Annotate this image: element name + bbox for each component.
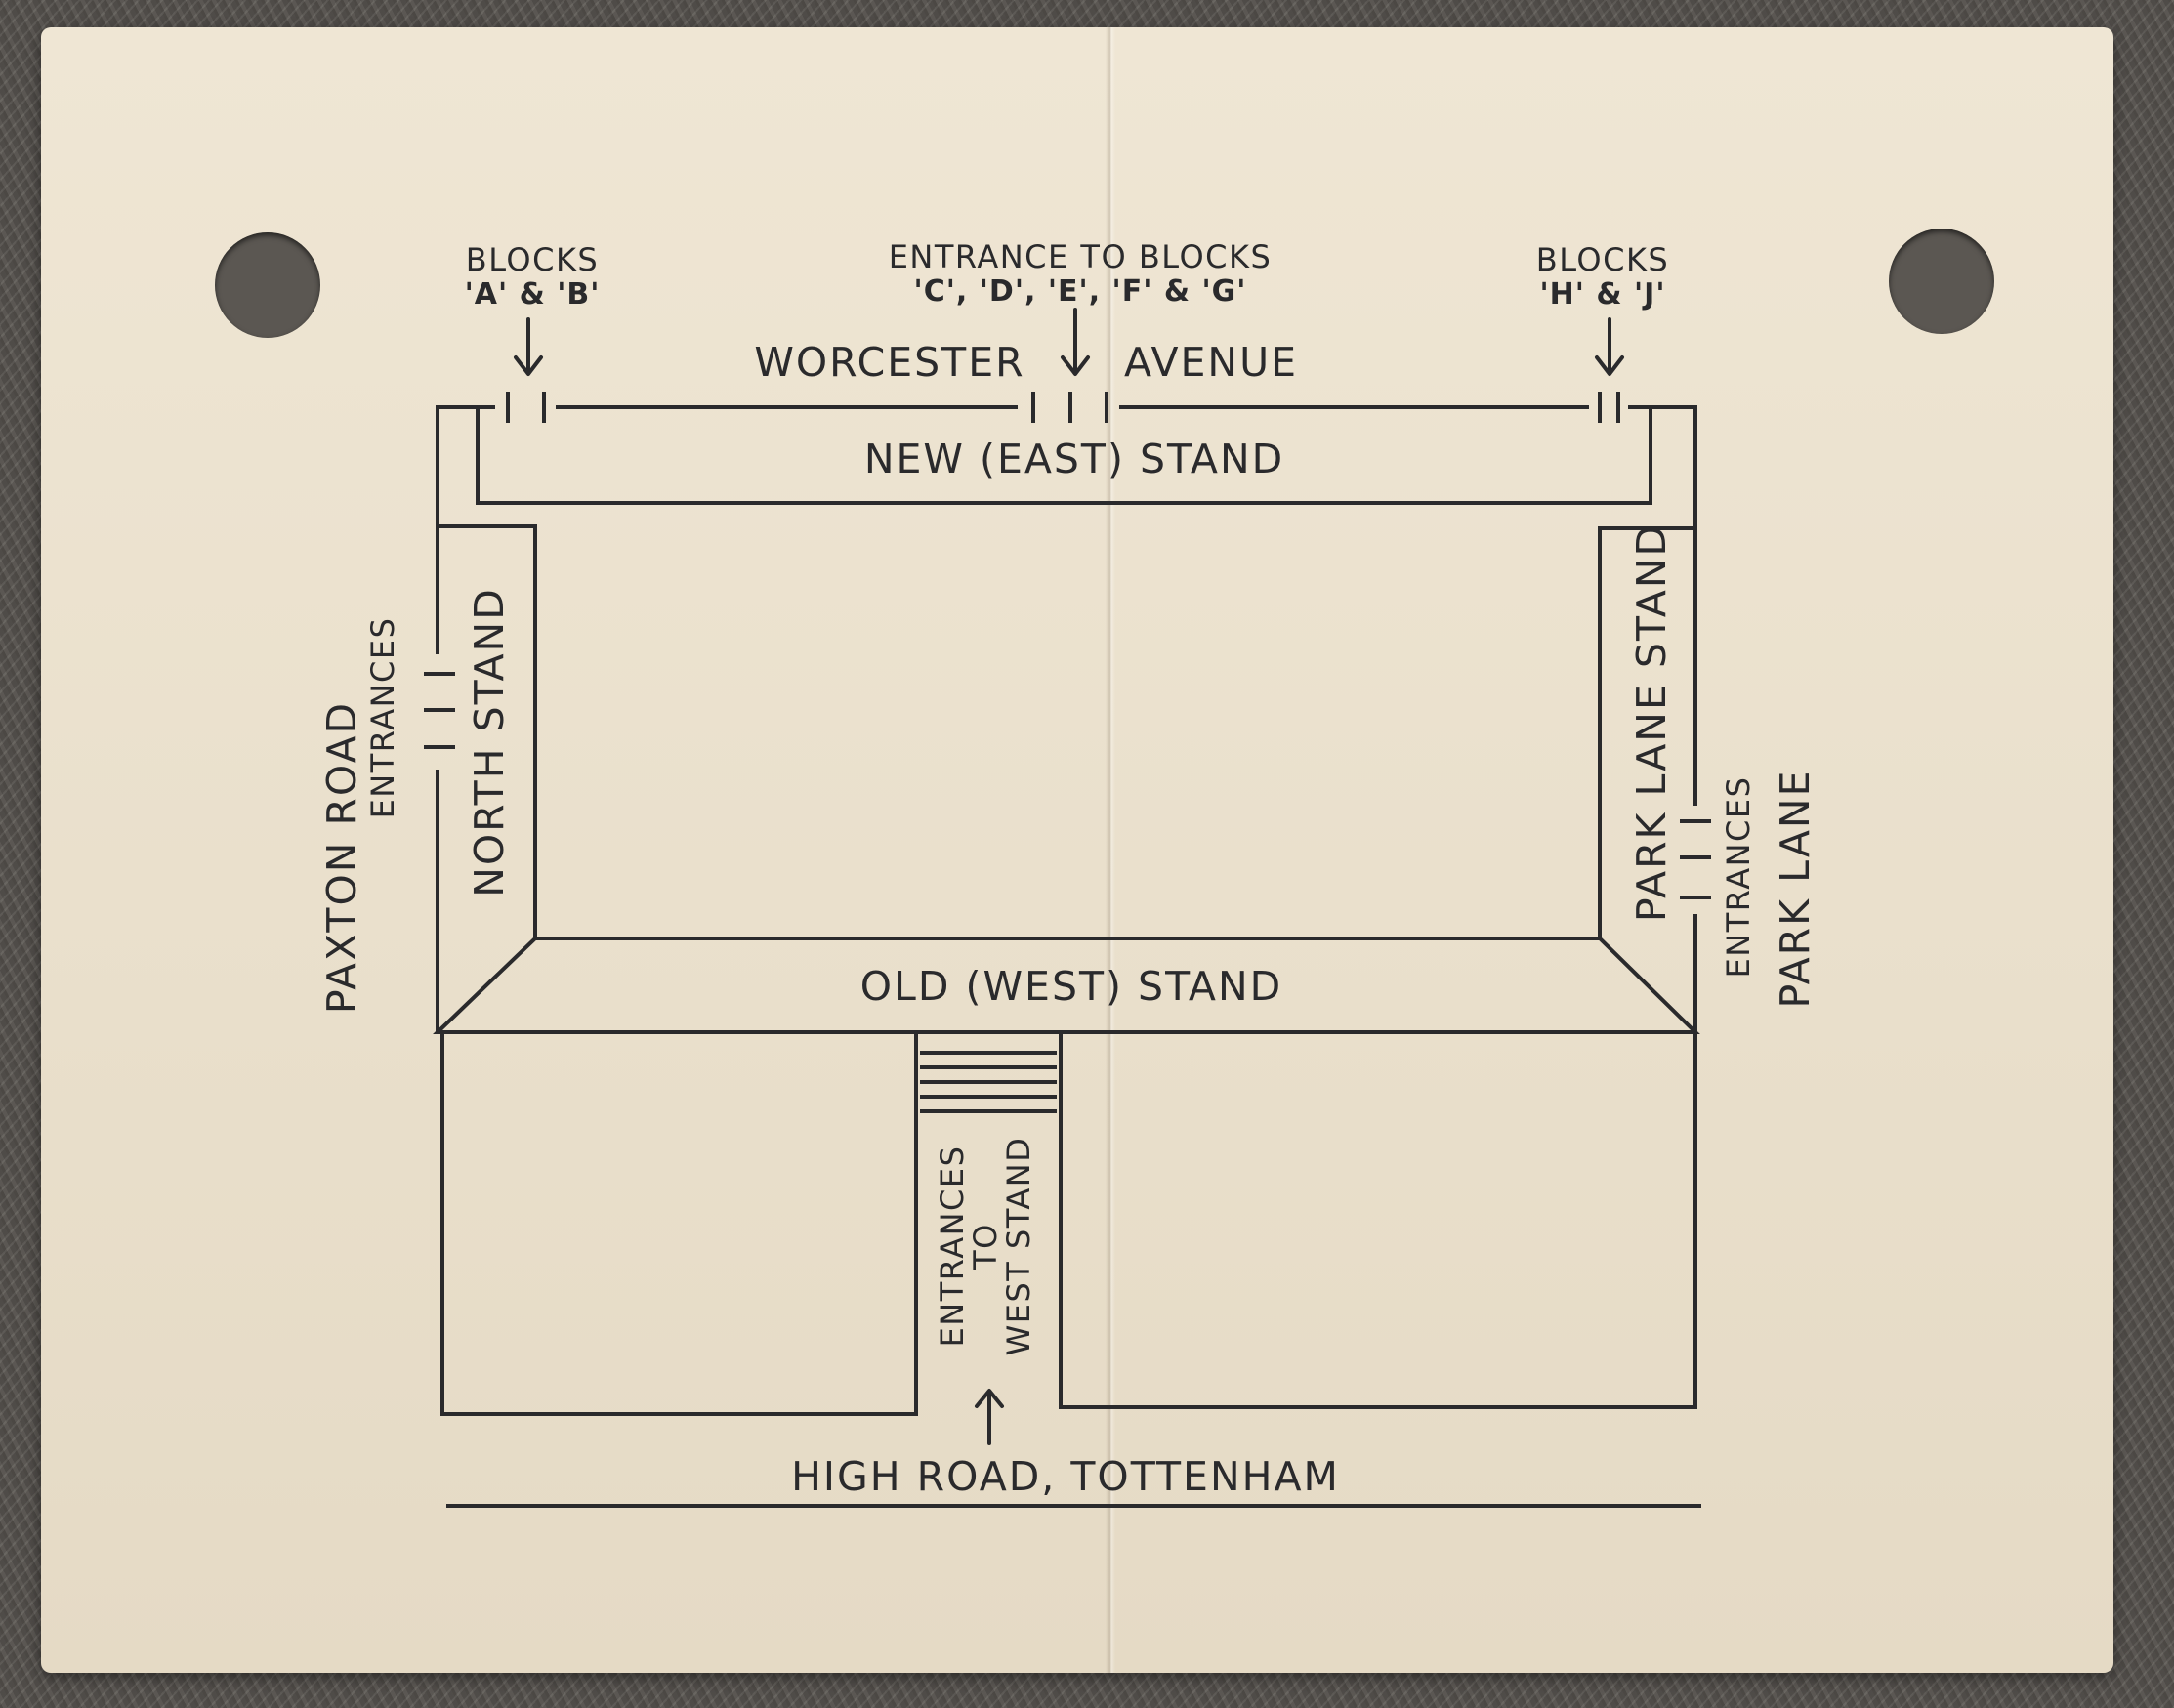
north-stand-label: NORTH STAND [466, 587, 513, 897]
park-lane-entrances-label: ENTRANCES [1720, 776, 1757, 979]
blocks-cg-label-line1: ENTRANCE TO BLOCKS [889, 238, 1273, 275]
east-stand-label: NEW (EAST) STAND [864, 436, 1284, 482]
west-entrances-label-line1: ENTRANCES [934, 1146, 971, 1348]
blocks-ab-label-line1: BLOCKS [466, 241, 599, 278]
west-entrances-label-line3: WEST STAND [1000, 1137, 1037, 1356]
blocks-hj-label-line2: 'H' & 'J' [1539, 277, 1665, 312]
high-road-label: HIGH ROAD, TOTTENHAM [791, 1453, 1340, 1500]
paxton-road-label: PAXTON ROAD [318, 701, 365, 1014]
punch-hole-left [215, 232, 320, 338]
card-fold-crease [1106, 27, 1115, 1673]
west-stand-label: OLD (WEST) STAND [860, 963, 1282, 1010]
blocks-ab-label-line2: 'A' & 'B' [465, 277, 601, 312]
park-lane-stand-label: PARK LANE STAND [1628, 523, 1675, 922]
paxton-entrances-label: ENTRANCES [364, 617, 401, 819]
worcester-avenue-label-right: AVENUE [1124, 339, 1298, 386]
blocks-hj-label-line1: BLOCKS [1536, 241, 1669, 278]
park-lane-road-label: PARK LANE [1772, 770, 1819, 1009]
worcester-avenue-label-left: WORCESTER [754, 339, 1024, 386]
west-entrances-label-line2: TO [967, 1223, 1004, 1271]
blocks-cg-label-line2: 'C', 'D', 'E', 'F' & 'G' [914, 274, 1247, 309]
punch-hole-right [1889, 229, 1994, 334]
ticket-card [41, 27, 2113, 1673]
